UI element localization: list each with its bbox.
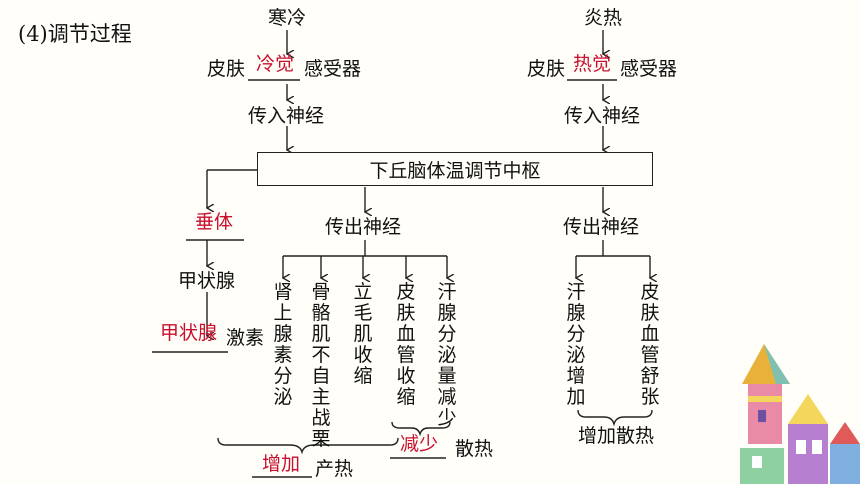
- hot-afferent-nerve: 传入神经: [564, 105, 641, 127]
- pituitary-answer: 垂体: [195, 211, 234, 233]
- efferent-nerve-left: 传出神经: [325, 216, 402, 238]
- thyroid-label: 甲状腺: [178, 270, 236, 292]
- increase-heat-loss-label: 增加散热: [578, 425, 655, 447]
- cold-receptor-answer: 冷觉: [256, 53, 295, 75]
- thyroid-hormone-answer: 甲状腺: [160, 322, 218, 344]
- heat-loss-suffix: 散热: [455, 438, 494, 460]
- heat-production-suffix: 产热: [315, 458, 354, 480]
- cold-stimulus: 寒冷: [268, 7, 307, 29]
- cold-receptor-prefix: 皮肤: [207, 58, 246, 80]
- effect-adrenaline-secretion: 肾上腺素分泌: [273, 281, 293, 408]
- effect-arrector-contraction: 立毛肌收缩: [353, 281, 373, 387]
- hypothalamus-center-label: 下丘脑体温调节中枢: [369, 159, 541, 182]
- effect-vasoconstriction: 皮肤血管收缩: [396, 281, 416, 408]
- efferent-nerve-right: 传出神经: [563, 216, 640, 238]
- section-title: (4)调节过程: [18, 22, 132, 46]
- hot-receptor-answer: 热觉: [573, 53, 612, 75]
- cold-afferent-nerve: 传入神经: [248, 105, 325, 127]
- effect-sweat-increase: 汗腺分泌增加: [566, 281, 586, 408]
- hypothalamus-center-box: 下丘脑体温调节中枢: [257, 152, 653, 186]
- hot-receptor-suffix: 感受器: [620, 58, 678, 80]
- heat-loss-answer: 减少: [400, 433, 439, 455]
- thyroid-hormone-suffix: 激素: [226, 327, 265, 349]
- effect-vasodilation: 皮肤血管舒张: [640, 281, 660, 408]
- effect-muscle-shivering: 骨骼肌不自主战栗: [311, 281, 331, 450]
- hot-stimulus: 炎热: [584, 7, 623, 29]
- hot-receptor-prefix: 皮肤: [527, 58, 566, 80]
- cold-receptor-suffix: 感受器: [304, 58, 362, 80]
- castle-decoration: [740, 344, 860, 484]
- effect-sweat-decrease: 汗腺分泌量减少: [437, 281, 457, 429]
- heat-production-answer: 增加: [262, 453, 301, 475]
